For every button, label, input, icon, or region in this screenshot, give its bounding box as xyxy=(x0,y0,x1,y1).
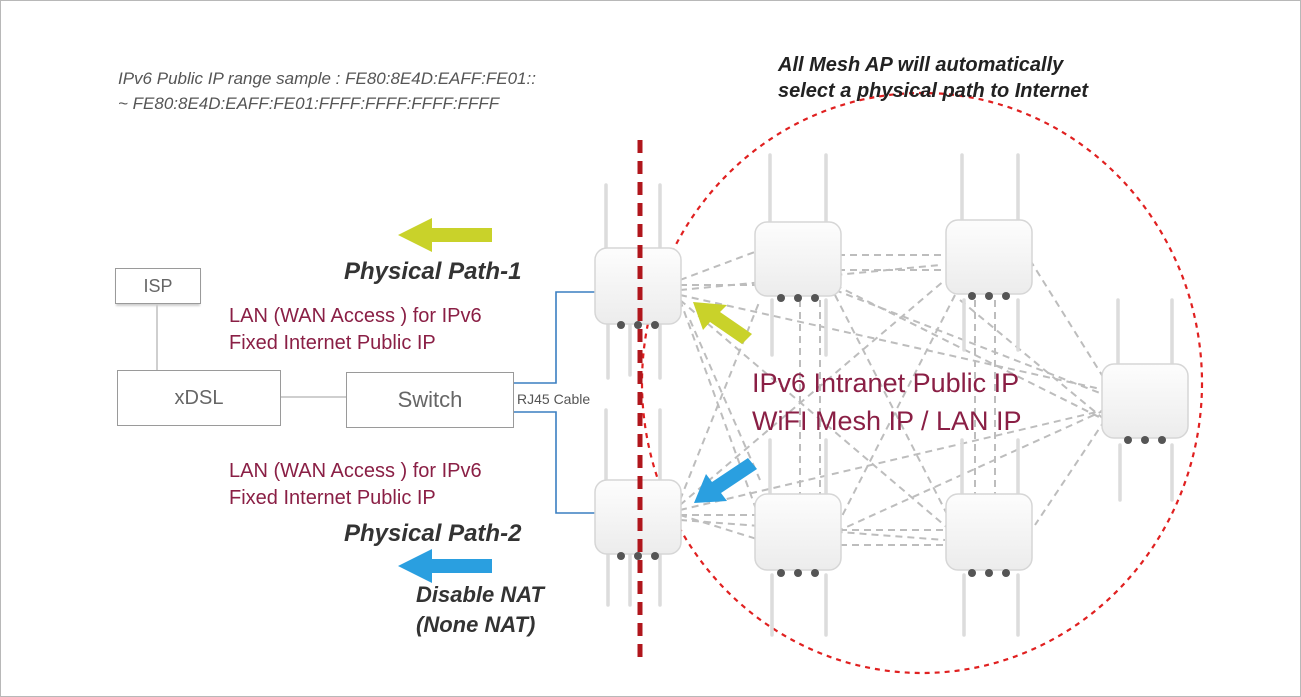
mesh-to-path2-arrow-icon xyxy=(694,458,757,503)
rj45-cable-label: RJ45 Cable xyxy=(517,391,591,407)
ap-antennas xyxy=(604,153,1174,637)
path2-lan-line-2: Fixed Internet Public IP xyxy=(229,487,436,509)
physical-path-1-label: Physical Path-1 xyxy=(344,258,522,285)
mesh-to-path1-arrow-icon xyxy=(693,302,752,344)
nat-note: Disable NAT (None NAT) xyxy=(416,580,544,640)
switch-node: Switch xyxy=(346,372,514,428)
xdsl-label: xDSL xyxy=(174,386,224,409)
isp-label: ISP xyxy=(143,275,173,296)
mesh-intranet-label: IPv6 Intranet Public IP WiFI Mesh IP / L… xyxy=(752,364,1022,440)
mesh-note-line-2: select a physical path to Internet xyxy=(778,80,1089,102)
mesh-boundary-circle xyxy=(640,91,1204,675)
ap-mesh-bottom-left xyxy=(754,493,842,571)
path1-arrow-icon xyxy=(398,218,492,252)
ipv6-range-line-2: ~ FE80:8E4D:EAFF:FE01:FFFF:FFFF:FFFF:FFF… xyxy=(118,94,500,113)
ipv6-range-line-1: IPv6 Public IP range sample : FE80:8E4D:… xyxy=(118,69,536,88)
physical-path-2-label: Physical Path-2 xyxy=(344,520,522,547)
path2-lan-note: LAN (WAN Access ) for IPv6 Fixed Interne… xyxy=(229,458,482,512)
mesh-auto-select-note: All Mesh AP will automatically select a … xyxy=(778,52,1088,104)
ap-mesh-top-left xyxy=(754,221,842,297)
nat-line-1: Disable NAT xyxy=(416,582,544,607)
intranet-line-2: WiFI Mesh IP / LAN IP xyxy=(752,406,1022,436)
nat-line-2: (None NAT) xyxy=(416,612,536,637)
ap-bodies xyxy=(594,219,1189,571)
mesh-links xyxy=(679,249,1106,546)
path1-lan-line-1: LAN (WAN Access ) for IPv6 xyxy=(229,305,482,327)
mesh-note-line-1: All Mesh AP will automatically xyxy=(778,54,1064,76)
intranet-line-1: IPv6 Intranet Public IP xyxy=(752,368,1020,398)
ipv6-range-note: IPv6 Public IP range sample : FE80:8E4D:… xyxy=(118,66,536,116)
wired-links xyxy=(156,302,346,398)
switch-label: Switch xyxy=(397,387,463,412)
path1-lan-note: LAN (WAN Access ) for IPv6 Fixed Interne… xyxy=(229,303,482,357)
path2-arrow-icon xyxy=(398,549,492,583)
ap-connectors xyxy=(617,292,1166,577)
path1-lan-line-2: Fixed Internet Public IP xyxy=(229,332,436,354)
ap-mesh-top-right xyxy=(945,219,1033,295)
xdsl-node: xDSL xyxy=(117,370,281,426)
isp-node: ISP xyxy=(115,268,201,304)
ap-mesh-right xyxy=(1101,363,1189,439)
rj45-cable-lines xyxy=(512,291,598,514)
path2-lan-line-1: LAN (WAN Access ) for IPv6 xyxy=(229,460,482,482)
ap-mesh-bottom-right xyxy=(945,493,1033,571)
